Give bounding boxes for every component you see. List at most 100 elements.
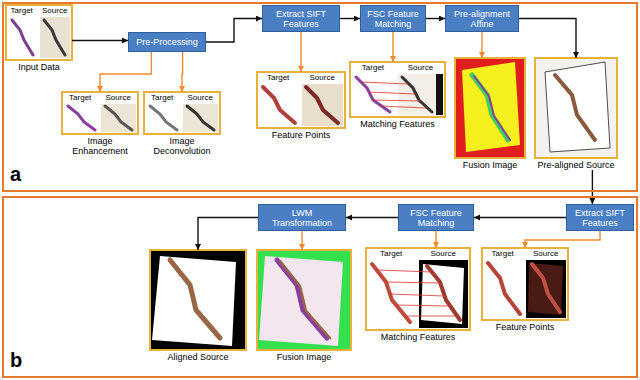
image-thumbnail: TargetSourceImage Deconvolution <box>144 92 220 156</box>
image-caption: Pre-aligned Source <box>535 160 617 170</box>
tissue <box>402 77 432 112</box>
flow-arrow <box>72 40 128 41</box>
image-caption: Aligned Source <box>150 352 246 362</box>
tissue <box>306 87 338 123</box>
tissue <box>187 106 214 130</box>
image-label: Source <box>408 62 433 74</box>
process-label: FSC Feature Matching <box>361 9 425 29</box>
label-row: TargetSource <box>144 92 220 104</box>
output-arrow <box>525 231 600 248</box>
image-space <box>350 74 445 117</box>
image-space <box>482 260 568 320</box>
tissue <box>44 20 65 55</box>
image-label: Source <box>42 5 67 17</box>
tissue <box>372 264 410 322</box>
image-ground <box>183 104 218 132</box>
image-caption: Feature Points <box>482 322 568 332</box>
process-box: FSC Feature Matching <box>360 5 426 32</box>
flow-arrow <box>206 19 262 43</box>
image-label: Target <box>380 248 402 260</box>
pre-aligned-image <box>536 59 616 157</box>
process-box: LWM Transformation <box>258 204 346 231</box>
output-arrow <box>435 231 436 248</box>
image-caption: Image Enhancement <box>62 136 138 156</box>
panel: bLWM TransformationFSC Feature MatchingE… <box>2 196 638 378</box>
tissue <box>12 20 33 55</box>
tissue <box>555 75 595 140</box>
image-label: Target <box>492 248 514 260</box>
image-frame <box>535 58 617 158</box>
image-label: Target <box>267 72 289 84</box>
image-region <box>421 264 464 324</box>
image-ground <box>484 260 524 318</box>
label-row: Target Source <box>257 72 345 84</box>
feature-point-images <box>259 84 343 126</box>
image-caption: Matching Features <box>366 332 470 342</box>
image-ground <box>259 84 300 126</box>
image-ground <box>151 251 245 349</box>
image-label: Source <box>310 72 335 84</box>
image-thumbnail: Pre-aligned Source <box>535 58 617 170</box>
process-box: Pre-Processing <box>128 32 206 52</box>
image-thumbnail: TargetSourceFeature Points <box>482 248 568 332</box>
process-label: LWM Transformation <box>259 208 345 228</box>
output-arrow <box>392 32 393 62</box>
image-space <box>150 250 246 350</box>
image-caption: Fusion Image <box>257 352 351 362</box>
image-region <box>545 62 610 152</box>
image-ground <box>40 17 70 58</box>
label-row: TargetSource <box>350 62 445 74</box>
process-label: Pre-alignment Affine <box>446 9 518 29</box>
image-thumbnail: TargetSourceMatching Features <box>350 62 445 129</box>
deconvolution-images <box>146 104 218 132</box>
image-ground <box>419 260 468 328</box>
panel-letter: a <box>10 162 21 186</box>
image-ground <box>536 59 616 157</box>
process-label: Pre-Processing <box>133 37 201 47</box>
image-border <box>436 74 443 115</box>
process-label: Extract SIFT Features <box>567 208 633 228</box>
match-lines <box>378 270 456 316</box>
image-thumbnail: Aligned Source <box>150 250 246 362</box>
image-label: Target <box>151 92 173 104</box>
tissue <box>263 87 295 123</box>
process-label: FSC Feature Matching <box>399 208 473 228</box>
image-frames <box>6 5 617 350</box>
image-ground <box>64 104 99 132</box>
aligned-image <box>151 251 245 349</box>
flow-arrow <box>519 19 576 59</box>
image-space <box>62 104 138 134</box>
fusion-image <box>258 251 350 349</box>
image-frame <box>350 62 445 117</box>
image-region <box>462 62 520 152</box>
output-arrow <box>100 52 151 92</box>
image-ground <box>146 104 181 132</box>
tissue <box>488 263 520 314</box>
image-space <box>257 250 351 350</box>
flow-arrow <box>340 18 360 19</box>
image-label: Source <box>431 248 456 260</box>
label-row: TargetSource <box>482 248 568 260</box>
flow-arrow <box>474 217 566 218</box>
image-space <box>535 58 617 158</box>
match-lines <box>362 82 426 108</box>
image-ground <box>352 74 396 115</box>
tissue <box>280 261 330 338</box>
image-caption: Input Data <box>6 62 72 72</box>
image-label: Target <box>11 5 33 17</box>
image-ground <box>8 17 38 58</box>
image-thumbnail: TargetSourceImage Enhancement <box>62 92 138 156</box>
label-row: Target Source <box>366 248 470 260</box>
process-box: Extract SIFT Features <box>566 204 634 231</box>
flow-arrow <box>346 217 398 218</box>
image-region <box>152 256 236 346</box>
image-label: Target <box>69 92 91 104</box>
image-frame <box>6 5 72 60</box>
image-thumbnail: Fusion Image <box>257 250 351 362</box>
flow-arrow <box>198 218 258 251</box>
label-row: TargetSource <box>62 92 138 104</box>
image-ground <box>258 251 350 349</box>
image-caption: Image Deconvolution <box>144 136 220 156</box>
image-caption: Fusion Image <box>455 160 525 170</box>
